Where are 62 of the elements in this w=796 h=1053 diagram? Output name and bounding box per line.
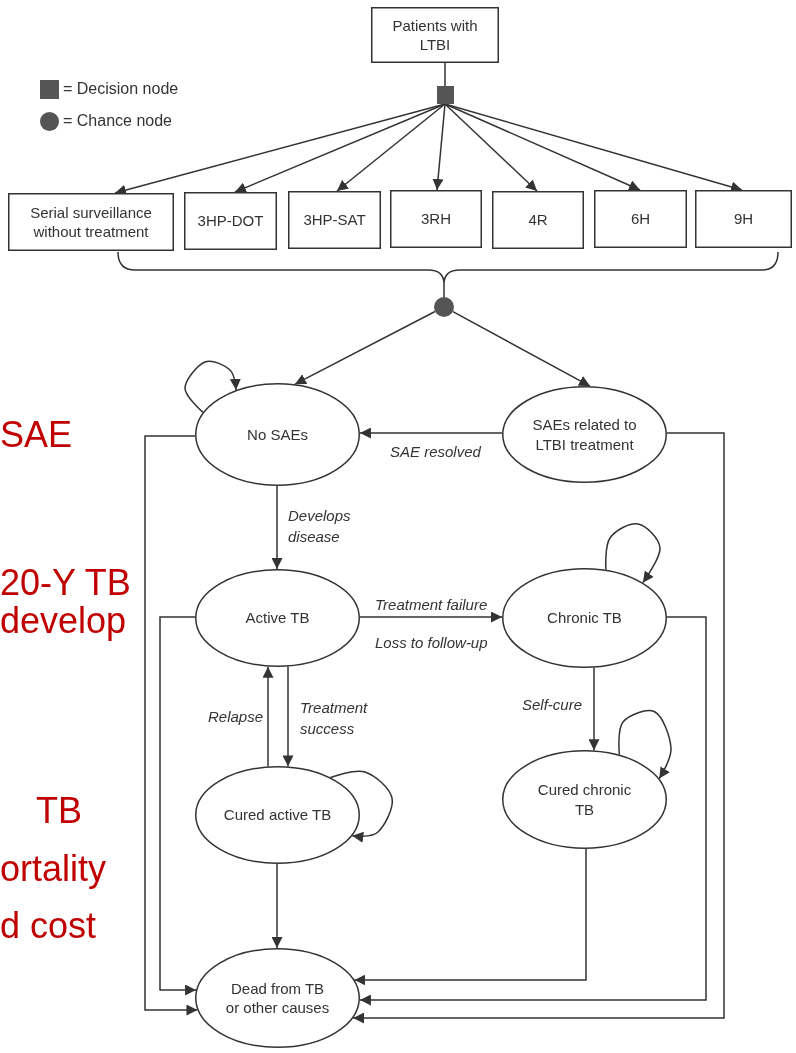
node-label: 6H xyxy=(630,209,651,229)
state-ellipse xyxy=(195,569,360,667)
slide-text: d cost xyxy=(0,905,97,947)
arrow xyxy=(432,103,446,191)
option-box xyxy=(390,190,482,248)
arrow xyxy=(353,848,587,986)
chance-node xyxy=(434,297,454,317)
node-label: Serial surveillance without treatment xyxy=(29,202,153,242)
option-box xyxy=(371,7,499,63)
node-label: Active TB xyxy=(245,608,310,628)
arrow xyxy=(336,103,446,192)
option-box xyxy=(594,190,687,248)
arrow xyxy=(452,310,591,387)
option-box xyxy=(695,190,792,248)
state-ellipse xyxy=(502,386,667,483)
decision-node xyxy=(437,86,454,104)
arrow xyxy=(352,432,725,1024)
arrow xyxy=(282,665,294,768)
arrow xyxy=(262,665,274,768)
node-label: Chronic TB xyxy=(547,608,622,628)
loop-arrow xyxy=(329,770,394,843)
state-ellipse xyxy=(195,948,360,1048)
state-ellipse xyxy=(195,766,360,864)
node-label: Patients with LTBI xyxy=(391,15,479,55)
loop-arrow xyxy=(605,523,661,584)
node-label: Dead from TB or other causes xyxy=(224,978,331,1018)
option-box xyxy=(492,191,584,249)
state-ellipse xyxy=(502,568,667,668)
option-box xyxy=(184,192,277,250)
slide-text: ortality xyxy=(0,848,107,890)
node-label: 3HP-SAT xyxy=(303,210,366,230)
node-label: Cured active TB xyxy=(223,805,332,825)
arrow xyxy=(144,435,199,1016)
arrow xyxy=(359,427,503,439)
state-ellipse xyxy=(195,383,360,486)
annotation-text: Loss to follow-up xyxy=(375,634,488,651)
arrow xyxy=(588,666,600,752)
option-box xyxy=(8,193,174,251)
legend-text: = Decision node xyxy=(63,80,179,98)
legend-text: = Chance node xyxy=(63,112,172,130)
option-box xyxy=(288,191,381,249)
arrow xyxy=(359,611,503,623)
node-label: 4R xyxy=(528,210,548,230)
arrow xyxy=(159,616,197,996)
slide-text: TB xyxy=(36,790,82,832)
node-label: Cured chronic TB xyxy=(536,780,633,819)
node-label: 9H xyxy=(733,209,754,229)
connector-line xyxy=(444,62,446,87)
node-label: No SAEs xyxy=(247,424,308,445)
node-label: 3HP-DOT xyxy=(197,211,264,231)
node-label: 3RH xyxy=(421,209,451,229)
loop-arrow xyxy=(184,360,241,414)
arrow xyxy=(234,103,446,193)
arrow xyxy=(271,863,283,949)
loop-arrow xyxy=(618,710,672,780)
arrow xyxy=(294,310,436,385)
arrow xyxy=(359,616,707,1006)
state-ellipse xyxy=(502,750,667,849)
slide-text: SAE xyxy=(0,414,73,456)
arrow xyxy=(271,485,283,570)
arrow xyxy=(444,103,538,192)
node-label: SAEs related to LTBI treatment xyxy=(531,415,638,454)
